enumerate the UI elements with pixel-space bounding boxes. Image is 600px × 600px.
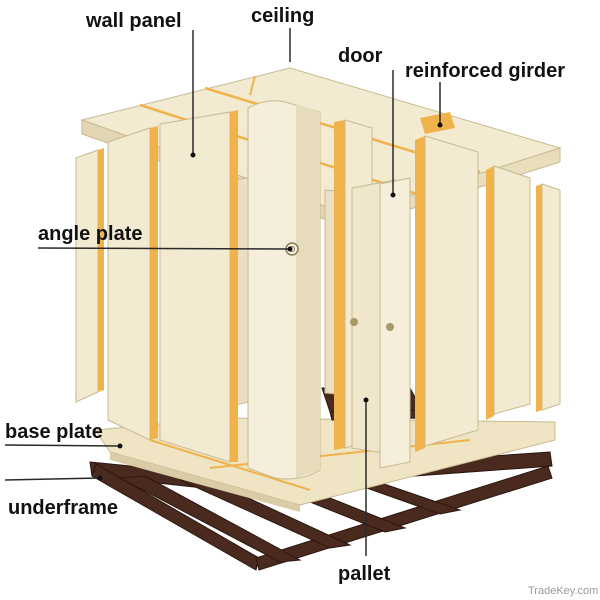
label-ceiling: ceiling bbox=[251, 5, 314, 27]
leader-angle-plate bbox=[37, 247, 291, 250]
leader-underframe bbox=[4, 477, 101, 481]
leader-dots bbox=[97, 122, 443, 481]
watermark: TradeKey.com bbox=[528, 585, 598, 597]
label-underframe: underframe bbox=[8, 497, 118, 519]
label-wall-panel: wall panel bbox=[85, 10, 182, 32]
label-pallet: pallet bbox=[338, 563, 391, 585]
leader-base-plate bbox=[4, 444, 121, 447]
door bbox=[350, 177, 411, 469]
label-reinforced-girder: reinforced girder bbox=[405, 60, 565, 82]
label-door: door bbox=[338, 45, 383, 67]
leader-lines bbox=[4, 28, 441, 556]
reinforced-girder bbox=[420, 112, 455, 134]
label-angle-plate: angle plate bbox=[38, 223, 142, 245]
corner-post bbox=[247, 100, 321, 480]
label-base-plate: base plate bbox=[5, 421, 103, 443]
wall-panel-left bbox=[75, 110, 238, 463]
